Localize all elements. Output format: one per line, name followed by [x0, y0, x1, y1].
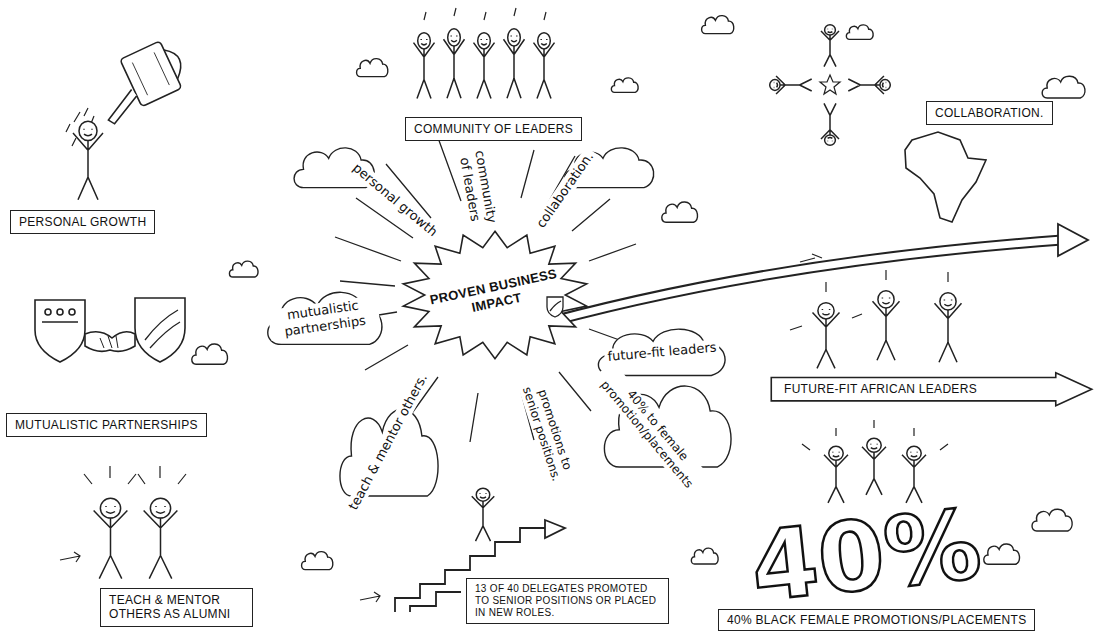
impact-arrow [520, 224, 1088, 330]
promotion-stairs [360, 592, 380, 602]
promotion-stairs [472, 488, 495, 541]
skydivers [770, 76, 812, 94]
cloud-doodles [611, 78, 638, 92]
future-leaders [790, 270, 962, 368]
mentor-figures [94, 498, 128, 578]
future-leaders [813, 303, 840, 369]
node-text: MUTUALISTIC PARTNERSHIPS [15, 418, 198, 432]
impact-starburst: PROVEN BUSINESS IMPACT [400, 230, 590, 360]
node-text: COLLABORATION. [935, 106, 1044, 120]
cloud-doodles [702, 16, 734, 34]
impact-arrow [520, 240, 1062, 330]
handshake-logos [145, 310, 180, 348]
mentor-figures [84, 466, 186, 484]
ray-text: community of leaders [455, 142, 501, 234]
promotion-stairs [410, 592, 461, 612]
mentor-figures [144, 498, 178, 578]
cloud-doodles [1032, 509, 1072, 531]
future-leaders [873, 291, 900, 360]
cloud-doodles [302, 552, 333, 570]
caption-box: PERSONAL GROWTH [10, 210, 155, 234]
bank-shield-logo [546, 296, 564, 318]
cloud-doodles [229, 261, 258, 277]
cloud-doodles [984, 544, 1020, 564]
future-leaders [790, 270, 948, 330]
handshake-logos [100, 336, 118, 348]
node-text: 13 OF 40 DELEGATES PROMOTED TO SENIOR PO… [475, 583, 660, 619]
cloud-doodles [192, 344, 228, 364]
handshake-logos [35, 300, 85, 362]
skydivers [848, 76, 890, 94]
cloud-doodles [846, 25, 873, 39]
leaders-group [444, 29, 465, 98]
mentor-figures [60, 552, 80, 562]
promotion-stairs [545, 520, 565, 538]
leaders-group [414, 8, 555, 98]
skydivers [848, 76, 890, 94]
skydivers [821, 103, 839, 145]
caption-box: MUTUALISTIC PARTNERSHIPS [6, 413, 207, 437]
skydivers [770, 25, 891, 146]
node-text: COMMUNITY OF LEADERS [414, 122, 573, 136]
leaders-group [414, 33, 435, 99]
skydivers [821, 103, 839, 145]
note-box: 13 OF 40 DELEGATES PROMOTED TO SENIOR PO… [466, 578, 669, 624]
cloud-doodles [662, 202, 698, 222]
handshake-logos [85, 332, 135, 352]
mentor-figures [60, 466, 186, 579]
node-text: PERSONAL GROWTH [19, 215, 146, 229]
handshake-logos [57, 309, 63, 315]
node-text: FUTURE-FIT AFRICAN LEADERS [784, 382, 977, 396]
impact-arrow [1058, 224, 1088, 256]
watering-can [164, 46, 187, 79]
cloud-doodles [1042, 76, 1085, 98]
cloud-doodles [691, 548, 718, 564]
female-leaders [824, 446, 848, 503]
arrow-outline [771, 373, 1091, 406]
impact-arrow [520, 240, 1062, 330]
node-text: 40% BLACK FEMALE PROMOTIONS/PLACEMENTS [727, 613, 1026, 627]
ray-text: promotions to senior positions. [514, 366, 582, 499]
watering-can [132, 52, 169, 95]
growing-person [73, 121, 103, 199]
skydivers [770, 76, 812, 94]
growing-person [73, 121, 103, 199]
cloud-doodles [192, 16, 1085, 570]
skydivers [821, 25, 839, 67]
leaders-group [534, 33, 555, 99]
handshake-logos [35, 298, 185, 362]
caption-box: TEACH & MENTOR OTHERS AS ALUMNI [100, 588, 253, 627]
skydivers [820, 75, 840, 94]
leaders-group [474, 33, 495, 99]
africa-map [905, 132, 986, 222]
starburst-outline [403, 231, 586, 358]
caption-box: COMMUNITY OF LEADERS [405, 117, 582, 141]
cloud-doodles [357, 59, 388, 77]
handshake-logos [45, 309, 51, 315]
ray-text: personal growth [347, 158, 442, 242]
arrow-banner: FUTURE-FIT AFRICAN LEADERS [768, 372, 1095, 406]
handshake-logos [135, 298, 185, 362]
future-leaders [935, 293, 962, 362]
female-leaders [802, 420, 948, 503]
cloud-doodles [268, 292, 382, 344]
watering-can [101, 89, 144, 126]
impact-arrow [800, 254, 822, 262]
caption-box: COLLABORATION. [926, 101, 1053, 125]
node-text: TEACH & MENTOR OTHERS AS ALUMNI [109, 593, 244, 622]
watering-can [87, 37, 192, 126]
bank-shield-logo [547, 297, 563, 317]
africa-map [905, 132, 986, 222]
handshake-logos [42, 321, 78, 323]
female-leaders [862, 438, 886, 495]
female-leaders [802, 420, 948, 450]
female-leaders [902, 446, 926, 503]
ray-text: collaboration. [531, 147, 598, 234]
handshake-logos [69, 309, 75, 315]
leaders-group [504, 29, 525, 98]
big-percentage: 40% [744, 496, 989, 616]
leaders-group [424, 8, 546, 20]
